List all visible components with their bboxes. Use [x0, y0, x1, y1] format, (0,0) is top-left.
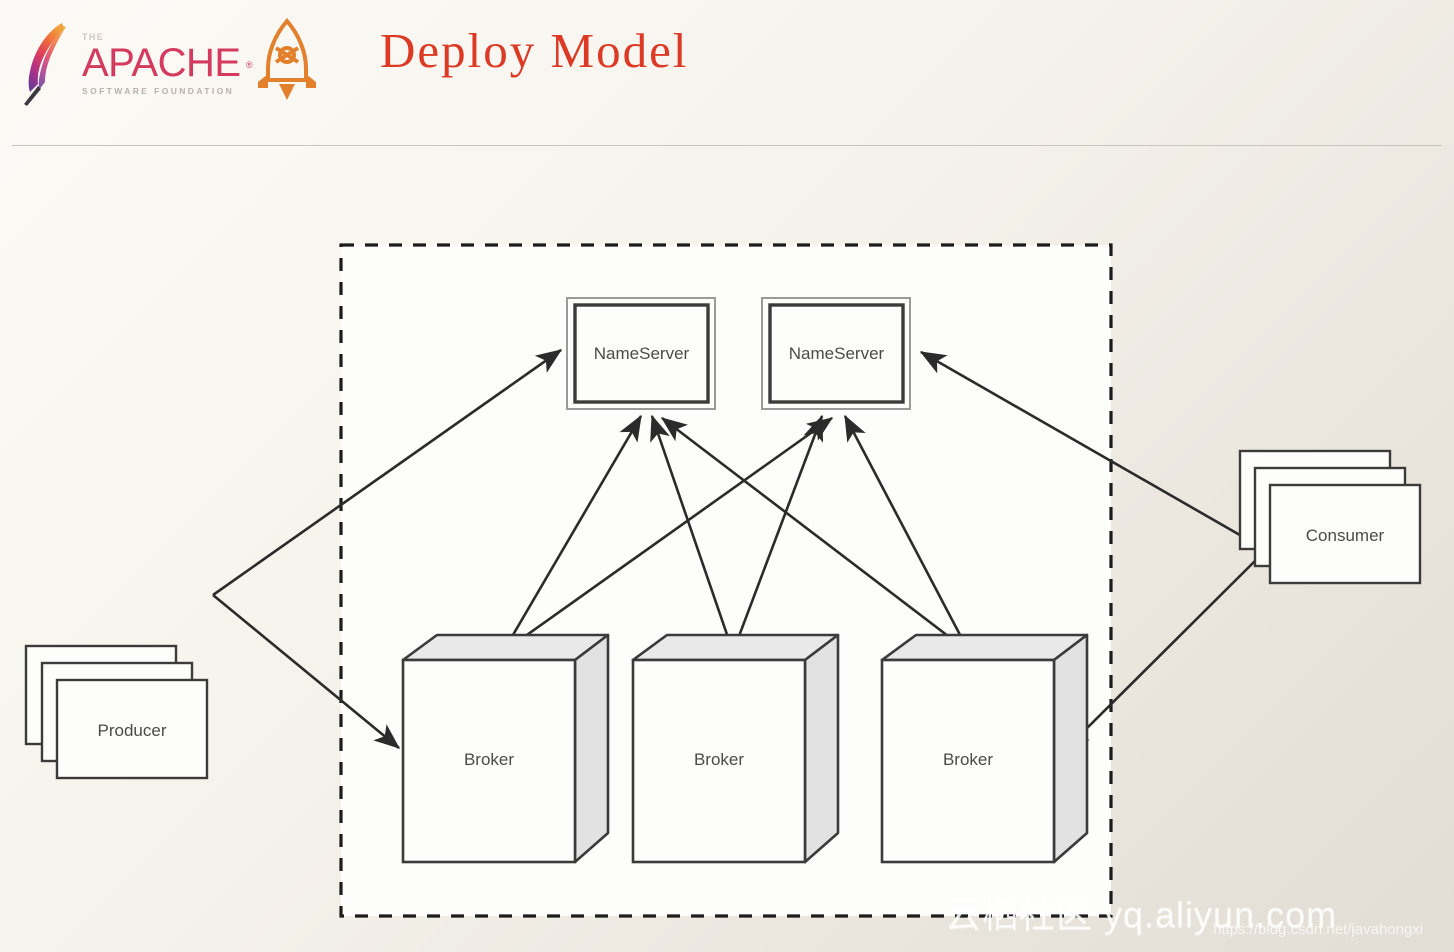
apache-registered-mark: ®	[245, 60, 253, 70]
apache-wordmark: THE APACHE ® SOFTWARE FOUNDATION	[82, 32, 253, 97]
nameserver1-node[interactable]	[566, 297, 716, 410]
apache-name-text: APACHE ®	[82, 41, 253, 85]
rocketmq-rocket-icon	[258, 17, 316, 100]
producer-node[interactable]	[24, 644, 209, 780]
apache-name-label: APACHE	[82, 41, 241, 85]
broker3-right-face	[1052, 633, 1089, 864]
edge-broker3-nameserver1	[660, 416, 970, 654]
broker3-node[interactable]	[880, 633, 1089, 864]
edge-broker2-nameserver2	[731, 414, 824, 653]
apache-subtitle-text: SOFTWARE FOUNDATION	[82, 86, 235, 96]
broker1-top-face	[401, 633, 610, 662]
edge-broker3-nameserver2	[843, 414, 971, 653]
edge-broker1-nameserver1	[501, 414, 643, 653]
consumer-stack-front	[1268, 483, 1422, 585]
apache-software-foundation-logo: THE APACHE ® SOFTWARE FOUNDATION	[18, 14, 253, 106]
broker1-front-face	[401, 658, 577, 864]
edge-consumer-broker3	[1064, 549, 1267, 751]
edge-broker1-nameserver2	[502, 416, 834, 654]
broker2-right-face	[803, 633, 840, 864]
edge-broker2-nameserver1	[650, 414, 735, 653]
broker3-top-face	[880, 633, 1089, 662]
producer-stack-front	[55, 678, 209, 780]
nameserver2-node[interactable]	[761, 297, 911, 410]
broker2-top-face	[631, 633, 840, 662]
broker2-front-face	[631, 658, 807, 864]
edge-consumer-nameserver2	[919, 350, 1267, 552]
page-title: Deploy Model	[380, 23, 689, 78]
broker1-right-face	[573, 633, 610, 864]
deploy-model-diagram: Producer Consumer NameServer NameServer …	[0, 146, 1454, 952]
edge-producer-broker1	[212, 593, 401, 750]
nameserver1-inner-frame	[573, 303, 710, 404]
broker1-node[interactable]	[401, 633, 610, 864]
header-divider	[12, 145, 1442, 146]
watermark-primary: 云栖社区 yq.aliyun.com	[945, 894, 1338, 935]
consumer-node[interactable]	[1238, 449, 1422, 585]
broker3-front-face	[880, 658, 1056, 864]
slide-header: THE APACHE ® SOFTWARE FOUNDATION Deploy M…	[0, 0, 1454, 146]
diagram-canvas	[24, 243, 1422, 918]
apache-the-text: THE	[82, 32, 105, 42]
nameserver2-inner-frame	[768, 303, 905, 404]
watermark-source-url: https://blog.csdn.net/javahongxi	[1213, 921, 1424, 938]
broker2-node[interactable]	[631, 633, 840, 864]
edge-producer-nameserver1	[212, 348, 563, 597]
apache-feather-icon	[24, 23, 66, 106]
